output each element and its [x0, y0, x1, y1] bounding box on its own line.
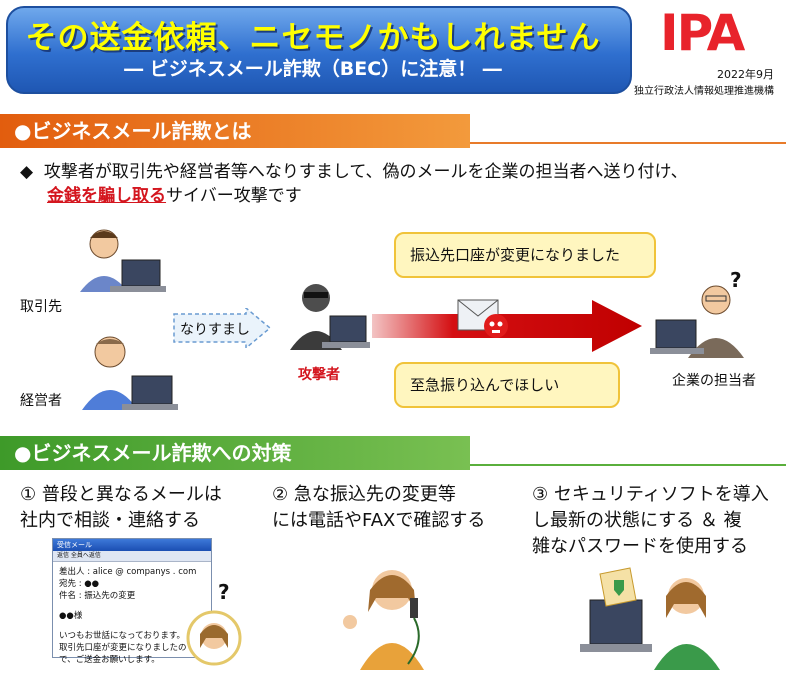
company-staff-icon — [650, 285, 744, 358]
phone-woman-icon — [343, 570, 424, 670]
bec-description: ◆ 攻撃者が取引先や経営者等へなりすまして、偽のメールを企業の担当者へ送り付け、… — [20, 160, 780, 208]
mail-window-titlebar: 受信メール — [53, 539, 211, 551]
company-staff-label: 企業の担当者 — [672, 373, 756, 389]
measure-1-line2: 社内で相談・連絡する — [20, 510, 200, 531]
mail-from: 差出人 : alice @ companys . com — [59, 567, 197, 577]
fake-mail-bubble-bottom: 至急振り込んでほしい — [394, 362, 620, 408]
measure-3-line3: 雑なパスワードを使用する — [532, 536, 748, 557]
partner-person-icon — [80, 229, 166, 292]
measure-3-line2: し最新の状態にする ＆ 複 — [532, 510, 742, 531]
executive-person-icon — [82, 336, 178, 410]
question-mark-mail: ? — [218, 580, 230, 604]
measure-1-line1: ① 普段と異なるメールは — [20, 484, 222, 505]
mail-body: 差出人 : alice @ companys . com 宛先 : ●● 件名 … — [53, 562, 211, 670]
ipa-logo: IPA — [660, 4, 745, 62]
impersonate-label: なりすまし — [180, 322, 250, 338]
partner-label: 取引先 — [20, 299, 62, 315]
mail-body-line1: いつもお世話になっております。 — [59, 631, 185, 641]
title-banner — [6, 6, 632, 94]
desc-text-post: サイバー攻撃です — [166, 186, 302, 206]
mail-body-line2: 取引先口座が変更になりましたの — [59, 643, 187, 653]
question-mark-staff: ? — [730, 268, 742, 292]
mail-window: 受信メール 返信 全員へ返信 差出人 : alice @ companys . … — [52, 538, 212, 665]
attacker-label: 攻撃者 — [298, 367, 340, 383]
mail-to: 宛先 : ●● — [59, 579, 100, 589]
section-what-is-bec: ●ビジネスメール詐欺とは — [0, 114, 786, 148]
page-subtitle: ― ビジネスメール詐欺（BEC）に注意！ ― — [124, 58, 502, 80]
mail-body-line3: で、ご送金お願いします。 — [59, 655, 160, 665]
impersonate-arrow — [173, 308, 272, 348]
measure-2-line1: ② 急な振込先の変更等 — [272, 484, 456, 505]
desc-text-pre: 攻撃者が取引先や経営者等へなりすまして、偽のメールを企業の担当者へ送り付け、 — [43, 162, 688, 182]
desc-highlight: 金銭を騙し取る — [47, 186, 167, 206]
mail-salutation: ●●様 — [59, 611, 83, 621]
measure-1: ① 普段と異なるメールは 社内で相談・連絡する — [20, 482, 270, 534]
publish-date: 2022年9月 — [717, 68, 774, 81]
section-countermeasures: ●ビジネスメール詐欺への対策 — [0, 436, 786, 470]
malicious-mail-icon — [457, 299, 508, 338]
page-title: その送金依頼、ニセモノかもしれません — [25, 20, 601, 56]
mail-window-toolbar: 返信 全員へ返信 — [53, 551, 211, 562]
measure-2-line2: には電話やFAXで確認する — [272, 510, 486, 531]
pc-security-woman-icon — [580, 567, 720, 670]
bullet-diamond: ◆ — [20, 162, 34, 182]
measure-3-line1: ③ セキュリティソフトを導入 — [532, 484, 769, 505]
measure-2: ② 急な振込先の変更等 には電話やFAXで確認する — [272, 482, 522, 534]
mail-subject: 件名 : 振込先の変更 — [59, 591, 136, 601]
organization-name: 独立行政法人情報処理推進機構 — [634, 86, 774, 97]
executive-label: 経営者 — [20, 393, 62, 409]
fake-mail-bubble-top: 振込先口座が変更になりました — [394, 232, 656, 278]
measure-3: ③ セキュリティソフトを導入 し最新の状態にする ＆ 複 雑なパスワードを使用す… — [532, 482, 782, 560]
worried-woman-icon — [186, 610, 242, 666]
attacker-icon — [290, 284, 370, 350]
